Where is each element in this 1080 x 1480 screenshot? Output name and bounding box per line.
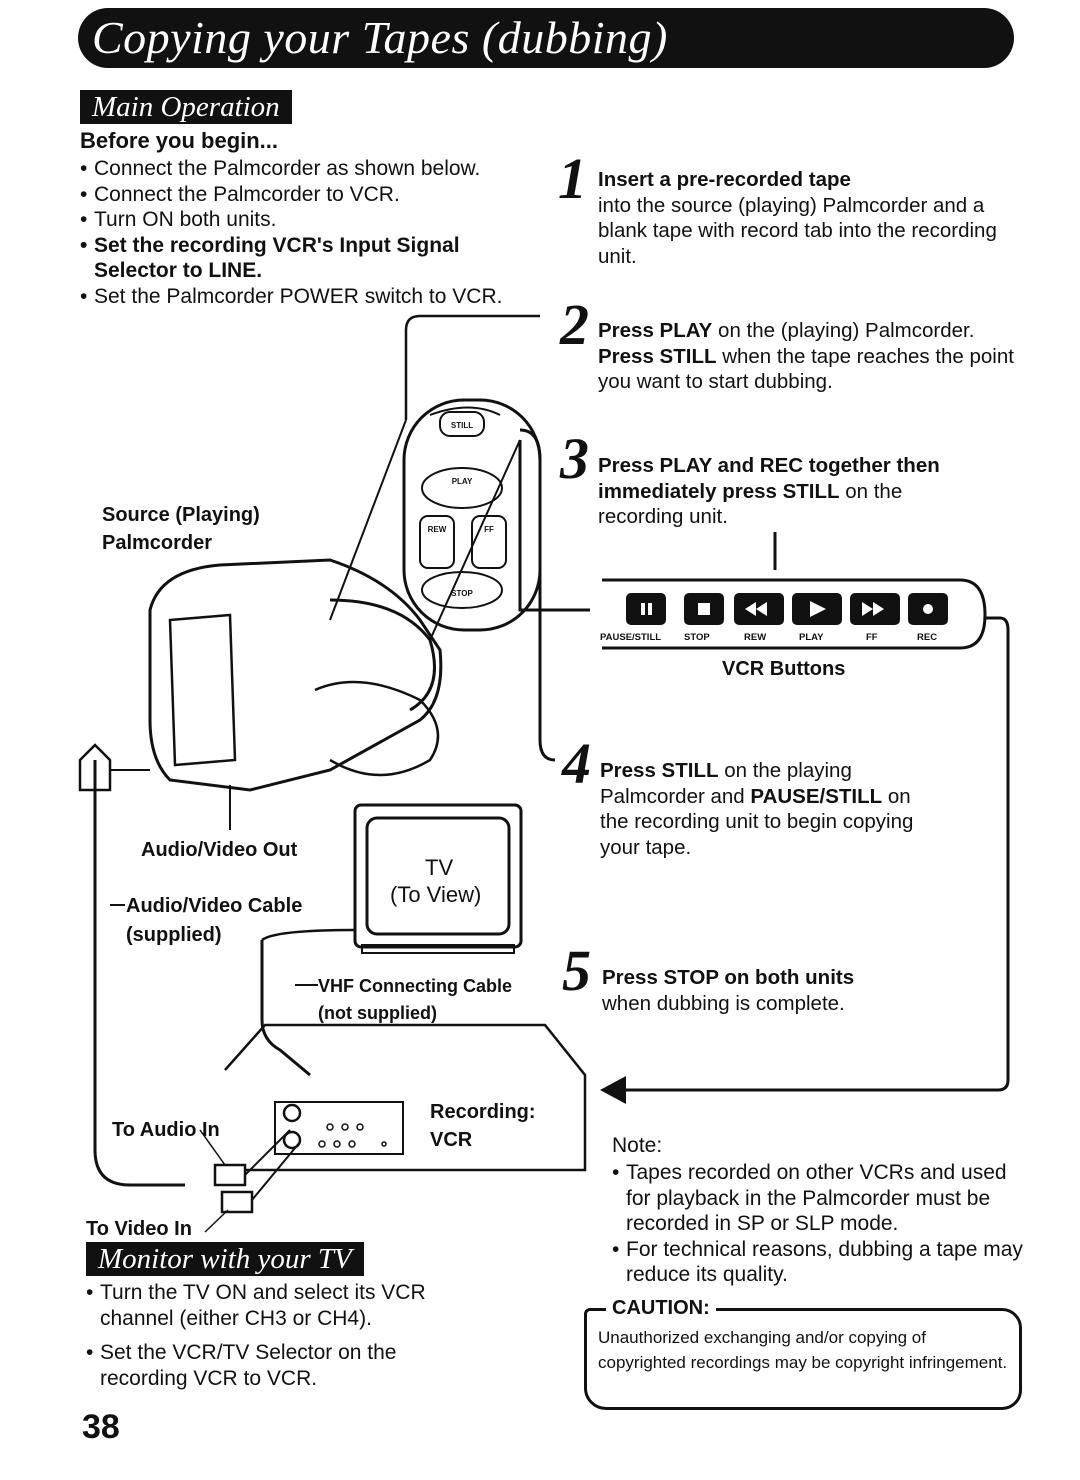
step-4-part: on the playing Palmcorder and — [600, 759, 852, 808]
vcr-btn-label: REC — [917, 632, 937, 643]
monitor-heading: Monitor with your TV — [86, 1242, 364, 1276]
step-number: 5 — [562, 938, 591, 1003]
tv-label: TV — [425, 855, 454, 880]
list-item: Turn ON both units. — [80, 207, 550, 233]
list-item: Set the VCR/TV Selector on the recording… — [86, 1340, 486, 1391]
remote-play-label: PLAY — [452, 477, 473, 486]
caution-text: Unauthorized exchanging and/or copying o… — [598, 1328, 1008, 1372]
step-2-part: on the (playing) Palmcorder. — [712, 319, 975, 342]
list-item: Tapes recorded on other VCRs and used fo… — [612, 1160, 1032, 1237]
step-5-text: when dubbing is complete. — [602, 991, 845, 1015]
caution-box — [584, 1308, 1022, 1410]
step-1-text: into the source (playing) Palmcorder and… — [598, 193, 997, 268]
list-item: Set the Palmcorder POWER switch to VCR. — [80, 284, 550, 310]
step-2-part: when the tape reaches the point you want… — [598, 344, 1014, 394]
note-title: Note: — [612, 1134, 663, 1157]
step-number: 3 — [560, 426, 589, 491]
step-number: 4 — [562, 731, 591, 796]
note-list: Tapes recorded on other VCRs and used fo… — [612, 1160, 1032, 1288]
recording-vcr-label-2: VCR — [430, 1129, 473, 1151]
list-item: For technical reasons, dubbing a tape ma… — [612, 1237, 1032, 1288]
vcr-btn-label: REW — [744, 632, 766, 643]
av-out-label: Audio/Video Out — [141, 839, 298, 861]
step-4-part: PAUSE/STILL — [750, 784, 883, 808]
source-label-2: Palmcorder — [102, 532, 213, 554]
step-1: Insert a pre-recorded tape into the sour… — [598, 167, 998, 269]
step-3-part: Press PLAY and REC together then immedia… — [598, 454, 940, 503]
step-4-part: on the recording unit to begin copying y… — [600, 784, 914, 859]
remote-stop-label: STOP — [451, 589, 473, 598]
step-2-part: Press STILL — [598, 344, 717, 368]
before-you-begin-list: Connect the Palmcorder as shown below. C… — [80, 156, 550, 309]
step-2: Press PLAY on the (playing) Palmcorder. … — [598, 318, 1028, 395]
recording-vcr-label: Recording: — [430, 1101, 536, 1123]
step-1-bold: Insert a pre-recorded tape — [598, 168, 851, 191]
list-item: Connect the Palmcorder as shown below. — [80, 156, 550, 182]
vcr-btn-label: PAUSE/STILL — [600, 632, 661, 643]
vcr-btn-label: FF — [866, 632, 878, 643]
remote-rew-label: REW — [428, 525, 447, 534]
list-item: Set the recording VCR's Input Signal Sel… — [80, 233, 514, 284]
source-label-1: Source (Playing) — [102, 504, 260, 526]
step-2-part: Press PLAY — [598, 319, 713, 342]
step-4-part: Press STILL — [600, 759, 719, 782]
before-you-begin-title: Before you begin... — [80, 128, 279, 153]
step-3: Press PLAY and REC together then immedia… — [598, 453, 978, 530]
vhf-cable-label: VHF Connecting Cable — [318, 976, 513, 996]
caution-title: CAUTION: — [606, 1297, 716, 1320]
step-5-bold: Press STOP on both units — [602, 966, 855, 989]
tv-to-view-label: (To View) — [390, 882, 482, 907]
remote-ff-label: FF — [484, 525, 494, 534]
list-item: Turn the TV ON and select its VCR channe… — [86, 1280, 486, 1331]
page-title: Copying your Tapes (dubbing) — [92, 12, 668, 63]
remote-still-label: STILL — [451, 421, 473, 430]
step-number: 1 — [558, 146, 587, 211]
list-item: Connect the Palmcorder to VCR. — [80, 182, 550, 208]
monitor-list: Turn the TV ON and select its VCR channe… — [86, 1280, 486, 1391]
vcr-buttons-row — [626, 593, 948, 625]
main-operation-heading: Main Operation — [80, 90, 292, 124]
page-number: 38 — [82, 1408, 120, 1446]
av-cable-label: Audio/Video Cable — [126, 895, 303, 917]
to-video-in-label: To Video In — [86, 1218, 192, 1240]
vcr-buttons-title: VCR Buttons — [722, 658, 846, 680]
step-3-part: on the recording unit. — [598, 479, 903, 529]
to-audio-in-label: To Audio In — [112, 1119, 220, 1141]
step-4: Press STILL on the playing Palmcorder an… — [600, 758, 940, 860]
vcr-btn-label: STOP — [684, 632, 710, 643]
vcr-btn-label: PLAY — [799, 632, 824, 643]
step-5: Press STOP on both units when dubbing is… — [602, 965, 1002, 1016]
av-cable-supplied-label: (supplied) — [126, 924, 222, 946]
page-title-banner: Copying your Tapes (dubbing) — [78, 8, 1014, 68]
step-number: 2 — [560, 292, 589, 357]
vhf-cable-not-supplied-label: (not supplied) — [318, 1003, 437, 1023]
